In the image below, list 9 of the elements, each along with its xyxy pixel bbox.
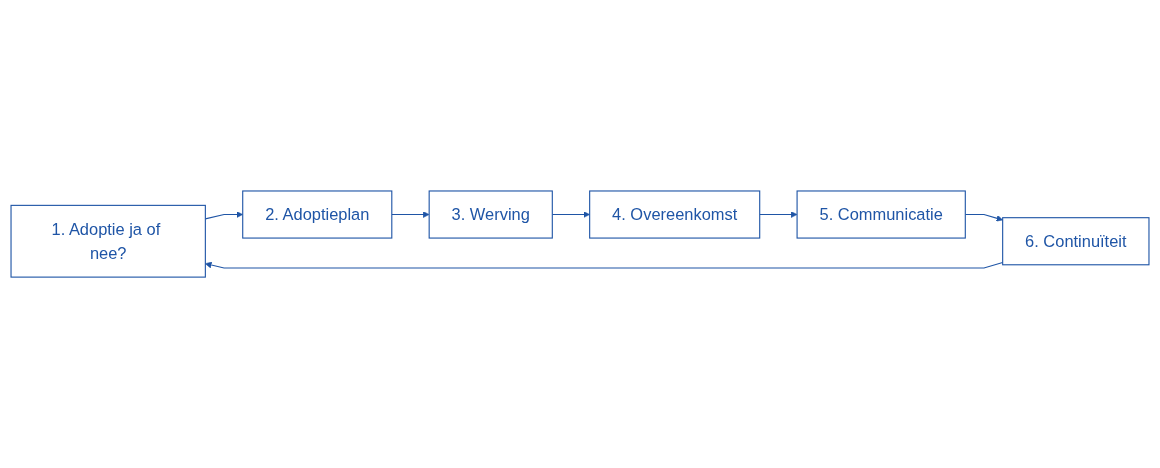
node-box: 5. Communicatie xyxy=(796,190,966,239)
node-box: 4. Overeenkomst xyxy=(589,190,761,239)
node-box: 2. Adoptieplan xyxy=(242,190,393,239)
arrow xyxy=(759,211,798,218)
arrow xyxy=(391,211,430,218)
node-box: 1. Adoptie ja of nee? xyxy=(10,204,206,278)
node-box: 3. Werving xyxy=(428,190,553,239)
node-box: 6. Continuïteit xyxy=(1002,217,1150,266)
arrow xyxy=(205,261,1004,269)
